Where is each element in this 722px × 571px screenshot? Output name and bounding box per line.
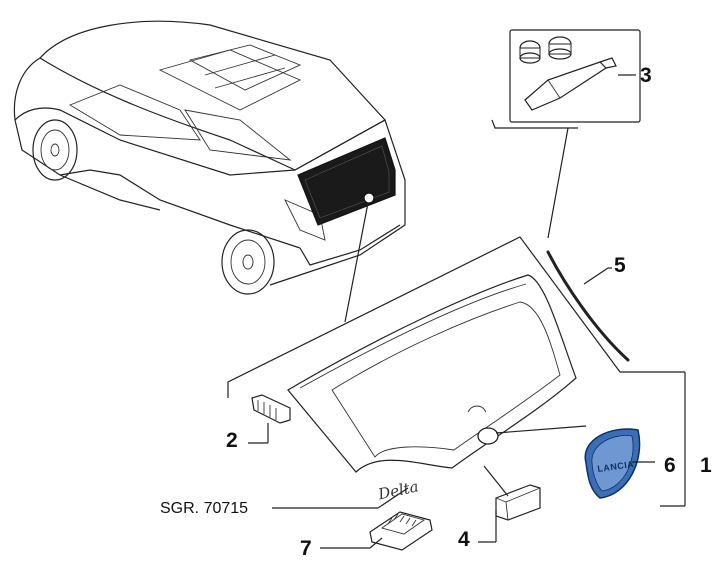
rear-window-glass: Delta — [287, 274, 577, 504]
callout-4: 4 — [458, 528, 470, 551]
callout-3: 3 — [640, 64, 652, 87]
car-badge-location — [363, 192, 375, 204]
callout-6: 6 — [664, 454, 676, 477]
part-6-lancia-badge: LANCIA — [495, 425, 655, 499]
part-4-pad — [478, 465, 541, 543]
car-rear-window — [297, 137, 396, 226]
part-2-clip — [248, 394, 291, 444]
assembly-bracket — [227, 236, 686, 507]
part-5-seal-strip — [544, 250, 630, 364]
glass-script-logo: Delta — [376, 477, 421, 503]
reference-code: SGR. 70715 — [160, 500, 248, 517]
badge-mounting-hole — [477, 427, 499, 445]
callout-7: 7 — [300, 537, 312, 560]
callout-1: 1 — [700, 454, 712, 477]
part-3-adhesive-kit — [491, 29, 641, 239]
part-7-bracket — [320, 511, 433, 551]
callout-5: 5 — [614, 254, 626, 277]
callout-2: 2 — [226, 429, 238, 452]
car-illustration — [13, 20, 406, 323]
